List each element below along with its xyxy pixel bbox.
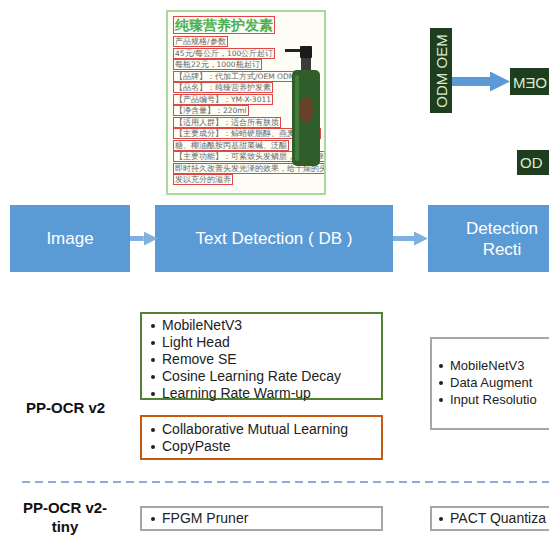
technique-list-box: Collaborative Mutual LearningCopyPaste [140,415,383,460]
list-item: Remove SE [146,351,377,368]
list-item: Cosine Learning Rate Decay [146,368,377,385]
detected-text: 即时持久改善头发光泽的效果，给干燥的头 [173,163,326,174]
detected-text: 糖、椰油酰胺丙基甜菜碱、泛醌 [173,140,289,151]
flow-arrow [130,236,144,241]
flow-arrow [393,236,414,241]
detected-text: 产品规格/参数 [173,36,228,47]
list-item: MobileNetV3 [146,317,377,334]
cropped-text-image: OD [517,150,549,175]
box-text: Image [46,228,93,249]
version-label: PP-OCR v2-tiny [14,498,116,536]
technique-list-box: MobileNetV3Light HeadRemove SECosine Lea… [140,312,383,400]
text-wrapper: Detection Recti [452,218,549,260]
box-text: Text Detection ( DB ) [196,228,353,249]
detected-text: 【主要功能】：可紧致头发鳞层，从而达到 [173,151,326,162]
detected-text: 【主要成分】：鲸蜡硬脂醇、燕麦β-葡聚 [173,128,321,139]
detected-text: 【品牌】：代加工方式/OEM ODM [173,71,297,82]
detected-text: 【品名】：纯臻营养护发素 [173,82,273,93]
cropped-text-image: ODM OEM [430,28,452,113]
list-item: MobileNetV3 [434,357,549,374]
detected-text: 45元/每公斤，100公斤起订 [173,48,275,59]
process-box: Image [10,205,130,272]
list-item: Learning Rate Warm-up [146,385,377,402]
separator-line [22,481,549,483]
detected-text: 【产品编号】：YM-X-3011 [173,94,273,105]
detected-text: 【适用人群】：适合所有肤质 [173,117,281,128]
image-text: ODM OEM [433,34,450,107]
list-item: Collaborative Mutual Learning [146,421,377,438]
detected-text: 发以充分的滋养 [173,174,233,185]
technique-list-box: MobileNetV3Data AugmentInput Resolutio [430,337,549,430]
technique-list-box: PACT Quantiza [430,506,549,531]
image-text: OD [517,150,549,175]
version-label: PP-OCR v2 [26,398,136,417]
product-image: 纯臻营养护发素产品规格/参数45元/每公斤，100公斤起订每瓶22元，1000瓶… [166,10,326,195]
list-item: FPGM Pruner [146,510,377,527]
detected-text: 纯臻营养护发素 [173,16,275,34]
list-item: Input Resolutio [434,391,549,408]
image-text: OEM [512,73,546,90]
detected-text: 【净含量】：220ml [173,105,249,116]
list-item: Data Augment [434,374,549,391]
list-item: PACT Quantiza [434,510,549,527]
process-box: Detection Recti [428,205,549,272]
technique-list-box: FPGM Pruner [140,506,383,531]
process-box: Text Detection ( DB ) [155,205,393,272]
box-text: Detection Recti [452,218,549,260]
list-item: Light Head [146,334,377,351]
detected-text: 每瓶22元，1000瓶起订 [173,59,262,70]
list-item: CopyPaste [146,438,377,455]
cropped-text-image: OEM [510,68,549,95]
flow-arrow [452,77,490,86]
